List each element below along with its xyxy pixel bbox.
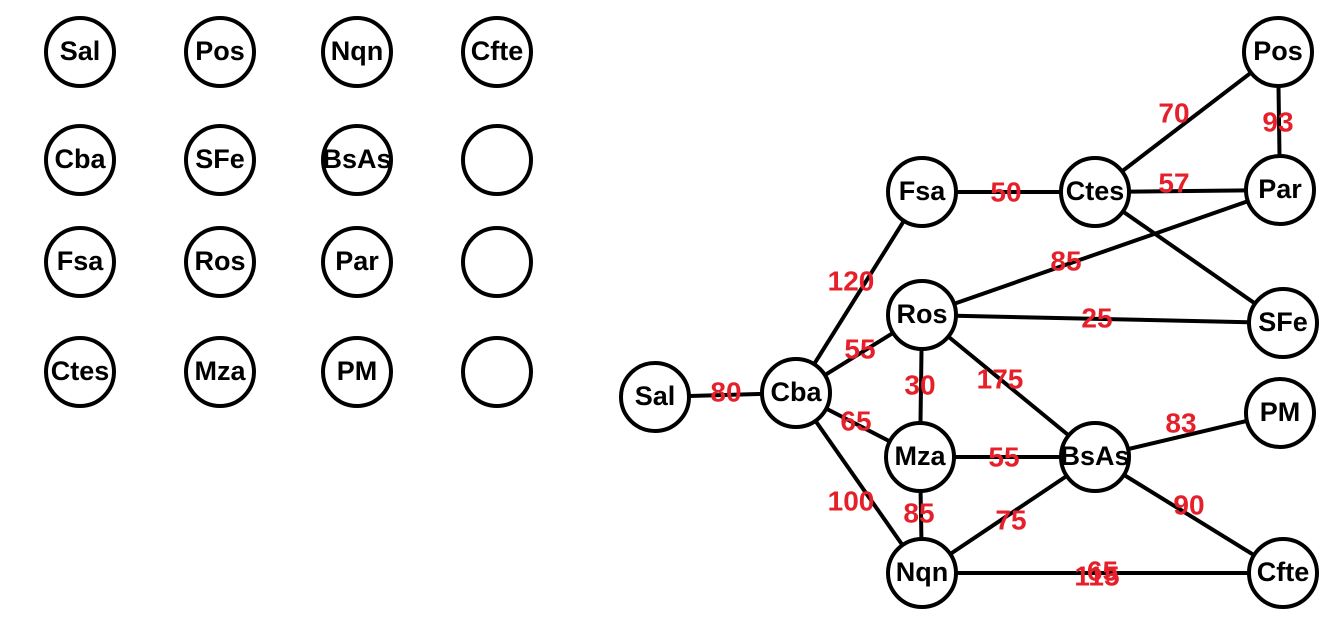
graph-node-label: Mza	[894, 441, 946, 471]
edge-weight-fsa-ctes: 50	[990, 176, 1021, 207]
graph-node-label: Ros	[896, 299, 947, 329]
edge-ctes-sfe	[1093, 190, 1285, 325]
graph-node-label: SFe	[1258, 307, 1308, 337]
graph-node-label: Cba	[770, 377, 822, 407]
edge-weight-pos-par: 85	[1050, 245, 1081, 276]
edge-weight-cba-ros: 55	[844, 333, 875, 364]
grid-node-label: Par	[335, 246, 379, 276]
grid-node-pos: Pos	[184, 16, 256, 88]
graph-node-bsas: BsAs	[1059, 421, 1131, 493]
edge-cba-fsa	[794, 190, 924, 395]
edge-weight-mza-bsas: 85	[903, 497, 934, 528]
grid-node-sal: Sal	[44, 16, 116, 88]
graph-node-cba: Cba	[760, 357, 832, 429]
grid-node-label: Pos	[195, 36, 245, 66]
edge-weight-cba-mza: 65	[840, 405, 871, 436]
grid-node-label: Ctes	[51, 356, 110, 386]
grid-node-ros: Ros	[184, 226, 256, 298]
graph-node-ros: Ros	[886, 279, 958, 351]
grid-node-label: PM	[337, 356, 378, 386]
graph-node-label: BsAs	[1060, 441, 1129, 471]
grid-node-empty	[461, 124, 533, 196]
grid-node-label: BsAs	[322, 144, 391, 174]
edge-weight-bsas-pm: 75	[995, 504, 1026, 535]
edge-ros-sfe	[921, 313, 1284, 325]
grid-node-pm: PM	[321, 336, 393, 408]
grid-node-cfte: Cfte	[461, 16, 533, 88]
edge-weight-bsas-cfte: 115	[1074, 560, 1119, 591]
graph-node-pos: Pos	[1242, 16, 1314, 88]
grid-node-label: Cba	[54, 144, 106, 174]
edge-bsas-cfte	[1093, 455, 1285, 575]
edge-weight-sal-cba: 80	[710, 376, 741, 407]
edge-weight-ros-sfe: 30	[904, 369, 935, 400]
edge-ros-par	[921, 188, 1281, 317]
graph-node-label: Ctes	[1066, 176, 1125, 206]
graph-node-mza: Mza	[884, 421, 956, 493]
grid-node-empty	[461, 336, 533, 408]
graph-node-fsa: Fsa	[886, 156, 958, 228]
grid-node-bsas: BsAs	[321, 124, 393, 196]
edge-weight-ros-bsas: 55	[988, 441, 1019, 472]
grid-node-sfe: SFe	[184, 124, 256, 196]
graph-node-ctes: Ctes	[1059, 156, 1131, 228]
grid-node-fsa: Fsa	[44, 226, 116, 298]
graph-node-label: Nqn	[896, 557, 948, 587]
graph-node-pm: PM	[1244, 377, 1316, 449]
graph-node-label: Fsa	[899, 176, 947, 206]
edge-weight-ctes-sfe: 93	[1262, 106, 1293, 137]
grid-node-par: Par	[321, 226, 393, 298]
edge-weight-ctes-par: 57	[1158, 167, 1189, 198]
edge-weight-bsas-nqn: 90	[1173, 489, 1204, 520]
graph-node-label: Cfte	[1257, 557, 1310, 587]
graph-node-label: Pos	[1253, 36, 1303, 66]
edge-weight-cba-nqn: 100	[828, 485, 875, 516]
grid-node-empty	[461, 226, 533, 298]
grid-node-label: Fsa	[57, 246, 105, 276]
edge-cba-nqn	[794, 391, 924, 575]
edge-ros-bsas	[920, 313, 1097, 459]
graph-node-sfe: SFe	[1247, 287, 1319, 359]
grid-node-mza: Mza	[184, 336, 256, 408]
grid-node-label: Nqn	[331, 36, 383, 66]
graph-node-cfte: Cfte	[1247, 537, 1319, 609]
grid-node-label: Cfte	[471, 36, 524, 66]
grid-node-ctes: Ctes	[44, 336, 116, 408]
grid-node-nqn: Nqn	[321, 16, 393, 88]
graph-node-label: PM	[1260, 397, 1301, 427]
edge-ctes-pos	[1093, 50, 1280, 194]
grid-node-cba: Cba	[44, 124, 116, 196]
graph-node-par: Par	[1244, 154, 1316, 226]
edge-weight-ctes-pos: 70	[1158, 97, 1189, 128]
edge-weight-ros-mza: 175	[977, 363, 1024, 394]
graph-node-sal: Sal	[619, 361, 691, 433]
edge-weight-nqn-cfte: 65	[1087, 555, 1118, 586]
edge-weight-ros-par: 25	[1081, 302, 1112, 333]
edge-weight-mza-nqn: 83	[1165, 407, 1196, 438]
graph-node-label: Sal	[635, 381, 676, 411]
grid-node-label: Ros	[194, 246, 245, 276]
grid-node-label: Sal	[60, 36, 101, 66]
edge-weight-cba-fsa: 120	[828, 265, 875, 296]
graph-node-nqn: Nqn	[886, 537, 958, 609]
graph-node-label: Par	[1258, 174, 1302, 204]
grid-node-label: SFe	[195, 144, 245, 174]
grid-node-label: Mza	[194, 356, 246, 386]
